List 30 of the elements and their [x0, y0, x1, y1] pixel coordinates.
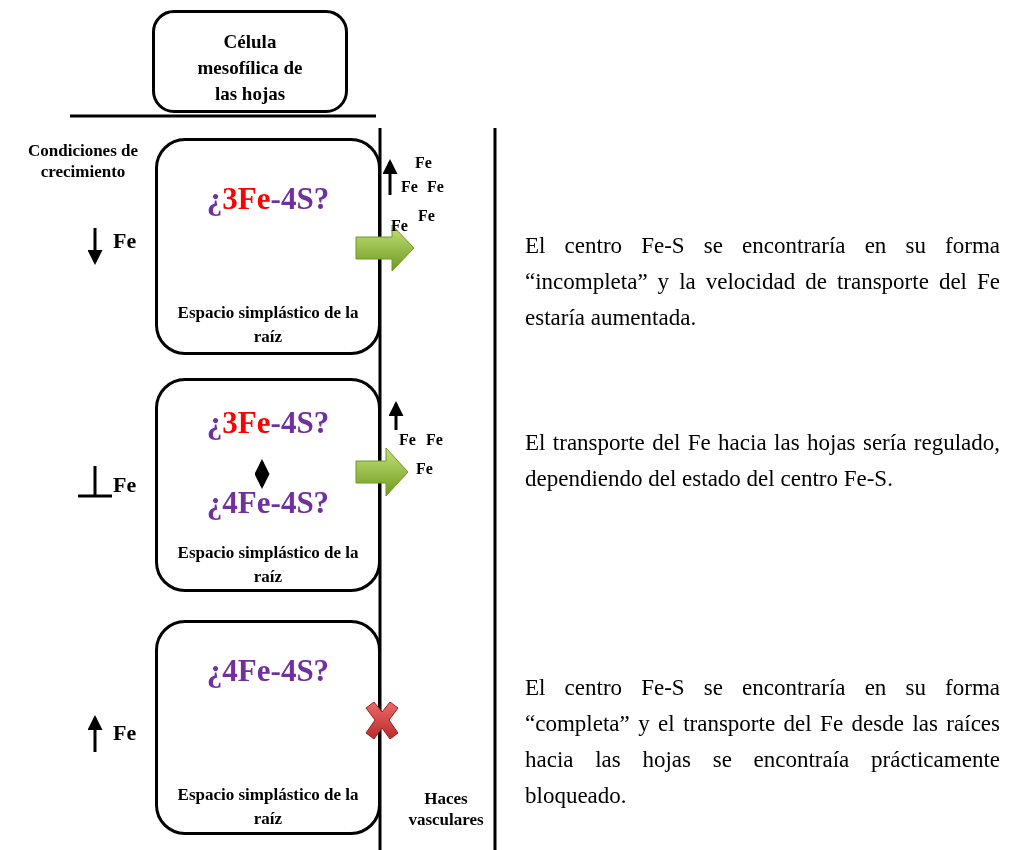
iron-label: Fe — [415, 153, 432, 173]
iron-label: Fe — [113, 472, 137, 498]
iron-label: Fe — [426, 430, 443, 450]
cluster-formula: ¿3Fe-4S? — [205, 181, 331, 217]
box-caption: Espacio simplástico de la raíz — [176, 784, 360, 830]
box-caption: Espacio simplástico de la raíz — [176, 302, 360, 348]
iron-label: Fe — [399, 430, 416, 450]
root-space-box — [155, 378, 381, 592]
box-caption: Espacio simplástico de la raíz — [176, 542, 360, 588]
root-space-box — [155, 138, 381, 355]
box-title: Célula mesofílica de las hojas — [196, 30, 304, 106]
explanation-text: El transporte del Fe hacia las hojas sería regulado, dependiendo del estado del centro Fe-S. — [525, 429, 1000, 493]
condition-label: Condiciones de crecimiento — [26, 140, 139, 182]
iron-label: Fe — [401, 177, 418, 197]
root-space-box — [155, 620, 381, 835]
iron-label: Fe — [113, 228, 137, 254]
cell-box — [152, 10, 348, 113]
iron-label: Fe — [113, 720, 137, 746]
cluster-formula: ¿3Fe-4S? — [205, 405, 331, 441]
block-arrow — [355, 447, 409, 497]
cluster-formula: ¿4Fe-4S? — [205, 485, 331, 521]
explanation-text: El centro Fe-S se encontraría en su forma “completa” y el transporte del Fe desde las raíces hacia las hojas se encontraía prácticamente bloqueado. — [525, 674, 1000, 810]
iron-label: Fe — [418, 206, 435, 226]
iron-label: Fe — [427, 177, 444, 197]
cluster-formula: ¿4Fe-4S? — [205, 653, 331, 689]
iron-label: Fe — [391, 216, 408, 236]
region-label: Haces vasculares — [407, 788, 485, 830]
block-arrow — [355, 224, 415, 272]
explanation-text: El centro Fe-S se encontraría en su forma “incompleta” y la velocidad de transporte del Fe estaría aumentada. — [525, 232, 1000, 332]
iron-label: Fe — [416, 459, 433, 479]
